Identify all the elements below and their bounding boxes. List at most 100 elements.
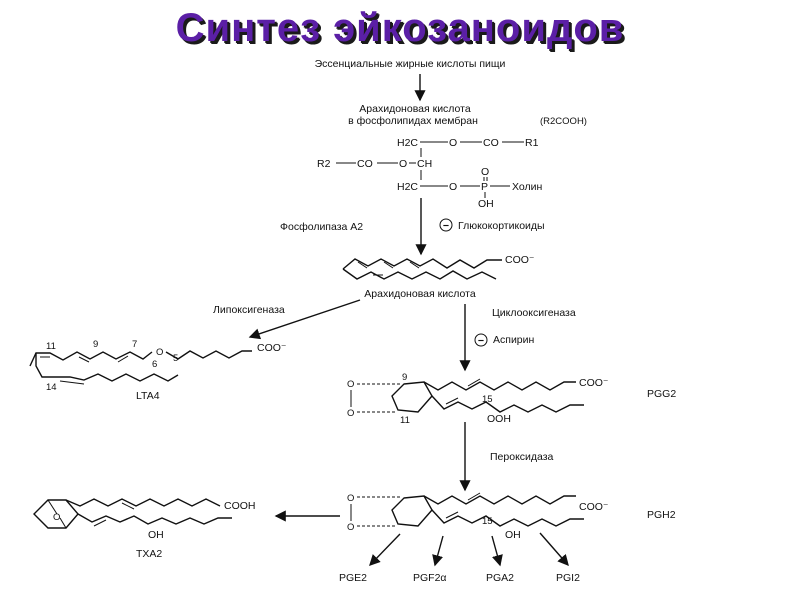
pgh2-oh: OH <box>505 529 521 541</box>
txa2-bridge-2 <box>59 517 67 529</box>
row1-o: O <box>449 137 457 149</box>
arachidonic-label: Арахидоновая кислота <box>364 288 476 300</box>
lta4-double-2 <box>78 356 90 363</box>
peroxidase-label: Пероксидаза <box>490 451 554 463</box>
txa2-lower-chain <box>77 513 232 525</box>
arachidonic-coo: COO⁻ <box>505 254 535 266</box>
txa2-o: O <box>53 512 60 523</box>
phosphate-top-o: O <box>481 166 489 178</box>
pgg2-lower-double <box>445 397 459 405</box>
pgh2-lower-double <box>445 511 459 519</box>
inhibitor-sign-aspirin <box>474 333 488 347</box>
arrow-to-pge2 <box>369 533 401 567</box>
row1-h2c: H2C <box>397 137 418 149</box>
membrane-label-line2: в фосфолипидах мембран <box>348 115 478 127</box>
pgg2-num-15: 15 <box>482 394 493 405</box>
product-pgf2a: PGF2α <box>413 572 447 584</box>
txa2-label: TXA2 <box>136 548 162 560</box>
phospholipid-structure: H2C O CO R1 R2 CO O CH H2C O P Холин O O… <box>317 137 542 210</box>
arrow-to-lta4 <box>248 299 361 340</box>
pgh2-coo: COO⁻ <box>579 501 609 513</box>
inhibitor-minus-2: − <box>478 335 484 347</box>
glucocorticoids-label: Глюкокортикоиды <box>458 220 545 232</box>
lipoxygenase-label: Липоксигеназа <box>213 304 285 316</box>
lta4-chain-top <box>29 351 153 367</box>
row2-co: CO <box>357 158 373 170</box>
lta4-o: O <box>156 347 163 358</box>
pgg2-coo: COO⁻ <box>579 377 609 389</box>
phospholipase-label: Фосфолипаза А2 <box>280 221 363 233</box>
arrow-to-pga2 <box>491 535 503 567</box>
membrane-label-line1: Арахидоновая кислота <box>359 103 471 115</box>
lta4-num-7: 7 <box>132 339 137 350</box>
lta4-label: LTA4 <box>136 390 160 402</box>
pgh2-label: PGH2 <box>647 509 676 521</box>
lta4-structure: 11 9 7 O 6 5 14 COO⁻ <box>29 339 287 393</box>
txa2-oh: OH <box>148 529 164 541</box>
arachidonic-chain-bottom <box>342 268 497 280</box>
row1-r1: R1 <box>525 137 539 149</box>
lta4-num-14: 14 <box>46 382 57 393</box>
lta4-num-5: 5 <box>173 353 178 364</box>
row3-p: P <box>481 181 488 193</box>
pgg2-lower-chain <box>431 395 584 413</box>
pgg2-ooh: OOH <box>487 413 511 425</box>
row3-choline: Холин <box>512 181 542 193</box>
slide-title: Синтез эйкозаноидов <box>175 6 625 50</box>
source-label: Эссенциальные жирные кислоты пищи <box>315 58 506 70</box>
row1-co: CO <box>483 137 499 149</box>
arachidonic-double-2 <box>383 261 394 269</box>
aspirin-label: Аспирин <box>493 334 535 346</box>
txa2-upper-chain <box>65 498 221 507</box>
txa2-upper-double <box>121 502 135 510</box>
lta4-num-6: 6 <box>152 359 157 370</box>
arachidonic-double-3 <box>409 261 420 269</box>
pgg2-structure: O O 9 11 COO⁻ 15 OOH <box>347 372 609 426</box>
arachidonic-acid-structure: COO⁻ <box>342 254 535 280</box>
txa2-cooh: COOH <box>224 500 256 512</box>
row3-o: O <box>449 181 457 193</box>
row3-h2c: H2C <box>397 181 418 193</box>
pgg2-label: PGG2 <box>647 388 676 400</box>
pgh2-o-top: O <box>347 493 354 504</box>
lta4-coo: COO⁻ <box>257 342 287 354</box>
arrow-to-pgi2 <box>539 532 569 567</box>
pgh2-o-bottom: O <box>347 522 354 533</box>
lta4-double-4 <box>59 380 85 385</box>
lta4-double-3 <box>117 355 129 363</box>
arachidonic-chain-top <box>342 258 502 270</box>
pgh2-lower-chain <box>431 509 584 527</box>
pgh2-ring <box>391 495 433 527</box>
pgg2-upper-double <box>467 378 481 387</box>
pgg2-o-top: O <box>347 379 354 390</box>
pgg2-o-bottom: O <box>347 408 354 419</box>
pgg2-num-11: 11 <box>400 415 410 426</box>
lta4-chain-right <box>165 350 252 360</box>
row2-o: O <box>399 158 407 170</box>
membrane-formula: (R2COOH) <box>540 116 587 127</box>
txa2-bridge-1 <box>47 499 58 515</box>
txa2-structure: O COOH OH <box>33 498 256 541</box>
row2-r2: R2 <box>317 158 331 170</box>
lta4-num-9: 9 <box>93 339 98 350</box>
product-pgi2: PGI2 <box>556 572 580 584</box>
cyclooxygenase-label: Циклооксигеназа <box>492 307 576 319</box>
row2-ch: CH <box>417 158 432 170</box>
lta4-num-11: 11 <box>46 341 56 352</box>
pgg2-ring <box>391 381 433 413</box>
inhibitor-sign-glucocorticoids <box>439 218 453 232</box>
pgh2-upper-chain <box>423 495 576 505</box>
product-pge2: PGE2 <box>339 572 367 584</box>
pgg2-upper-chain <box>423 381 576 391</box>
pgg2-num-9: 9 <box>402 372 407 383</box>
inhibitor-minus-1: − <box>443 220 449 232</box>
phosphate-bottom-oh: OH <box>478 198 494 210</box>
arachidonic-double-1 <box>357 261 368 269</box>
txa2-lower-double <box>93 519 107 527</box>
product-pga2: PGA2 <box>486 572 514 584</box>
arrow-to-pgf2a <box>432 535 444 567</box>
lta4-chain-bottom <box>35 353 179 382</box>
pgh2-num-15: 15 <box>482 516 493 527</box>
pgh2-upper-double <box>467 492 481 501</box>
